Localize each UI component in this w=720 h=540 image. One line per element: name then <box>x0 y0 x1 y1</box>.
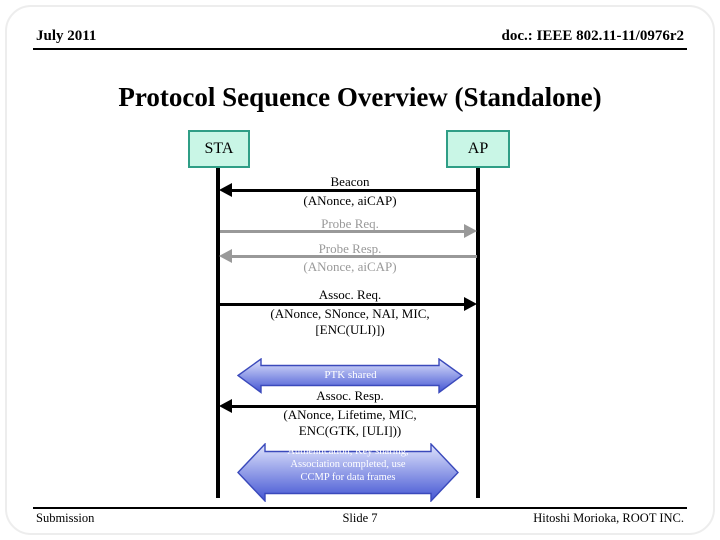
auth-complete-arrow <box>237 442 460 507</box>
assoc-resp-arrow-line <box>230 405 477 408</box>
auth-complete-text: Authentication, Key sharing, Association… <box>238 446 458 484</box>
probe-resp-detail: (ANonce, aiCAP) <box>180 259 520 274</box>
beacon-arrow-line <box>230 189 477 192</box>
footer-slide-number: Slide 7 <box>342 511 378 525</box>
footer-submission: Submission <box>36 511 95 525</box>
header-date: July 2011 <box>36 28 97 44</box>
actor-label-ap: AP <box>467 140 489 157</box>
probe-resp-arrow-line <box>230 255 477 258</box>
ptk-shared-arrow <box>236 357 464 399</box>
beacon-arrowhead <box>219 183 232 197</box>
actor-label-sta: STA <box>204 140 234 157</box>
auth-text-line1: Authentication, Key sharing, <box>287 446 409 457</box>
probe-req-arrow-line <box>220 230 465 233</box>
probe-req-arrowhead <box>464 224 477 238</box>
assoc-req-label: Assoc. Req. <box>180 287 520 302</box>
assoc-req-detail-line2: [ENC(ULI)]) <box>180 322 520 337</box>
page-title: Protocol Sequence Overview (Standalone) <box>118 82 602 112</box>
header-rule <box>33 48 687 50</box>
lifeline-sta <box>216 168 220 498</box>
footer-author: Hitoshi Morioka, ROOT INC. <box>533 511 684 525</box>
assoc-resp-label: Assoc. Resp. <box>180 388 520 403</box>
assoc-resp-arrowhead <box>219 399 232 413</box>
beacon-detail: (ANonce, aiCAP) <box>180 193 520 208</box>
probe-req-label: Probe Req. <box>180 216 520 231</box>
header-doc-number: doc.: IEEE 802.11-11/0976r2 <box>501 28 684 44</box>
assoc-req-arrow-line <box>220 303 465 306</box>
probe-resp-arrowhead <box>219 249 232 263</box>
beacon-label: Beacon <box>180 174 520 189</box>
assoc-resp-detail-line2: ENC(GTK, [ULI])) <box>180 423 520 438</box>
footer-rule <box>33 507 687 509</box>
assoc-resp-detail-line1: (ANonce, Lifetime, MIC, <box>180 407 520 422</box>
ptk-shared-text: PTK shared <box>324 369 377 381</box>
assoc-req-detail-line1: (ANonce, SNonce, NAI, MIC, <box>180 306 520 321</box>
assoc-req-arrowhead <box>464 297 477 311</box>
probe-resp-label: Probe Resp. <box>180 241 520 256</box>
auth-text-line2: Association completed, use <box>290 458 406 470</box>
actor-box-ap: AP <box>446 130 510 168</box>
lifeline-ap <box>476 168 480 498</box>
actor-box-sta: STA <box>188 130 250 168</box>
auth-text-line3: CCMP for data frames <box>300 471 396 483</box>
